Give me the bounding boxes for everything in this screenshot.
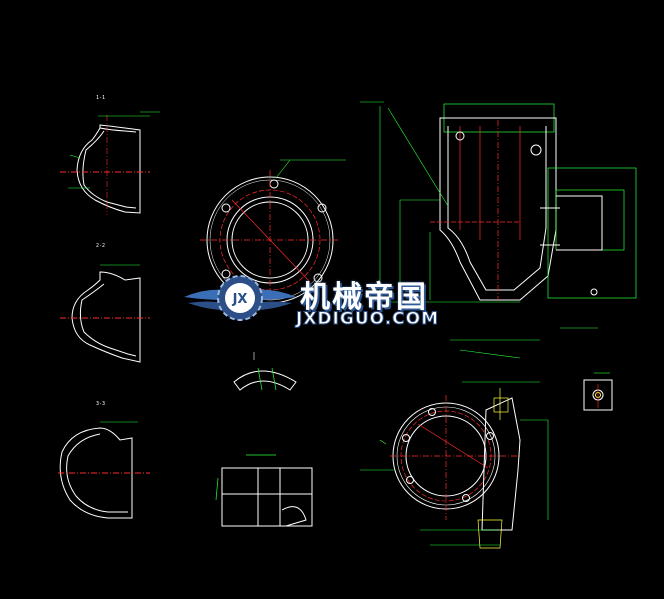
body-top-view	[360, 381, 549, 549]
section-1-label: 1-1	[96, 95, 105, 101]
section-view-1	[60, 111, 160, 215]
lower-section-view	[215, 454, 313, 527]
detail-block	[583, 372, 613, 411]
logo-letters: JX	[232, 292, 248, 307]
section-view-2	[60, 264, 150, 363]
watermark-brand-chinese: 机械帝国	[300, 280, 428, 315]
main-section-view	[360, 101, 637, 359]
section-2-label: 2-2	[96, 243, 105, 249]
watermark-brand-english: JXDIGUO.COM	[295, 309, 440, 330]
section-3-label: 3-3	[96, 401, 105, 407]
watermark-logo: JX	[184, 275, 296, 321]
section-view-3	[58, 421, 150, 519]
small-section-view	[233, 352, 297, 391]
